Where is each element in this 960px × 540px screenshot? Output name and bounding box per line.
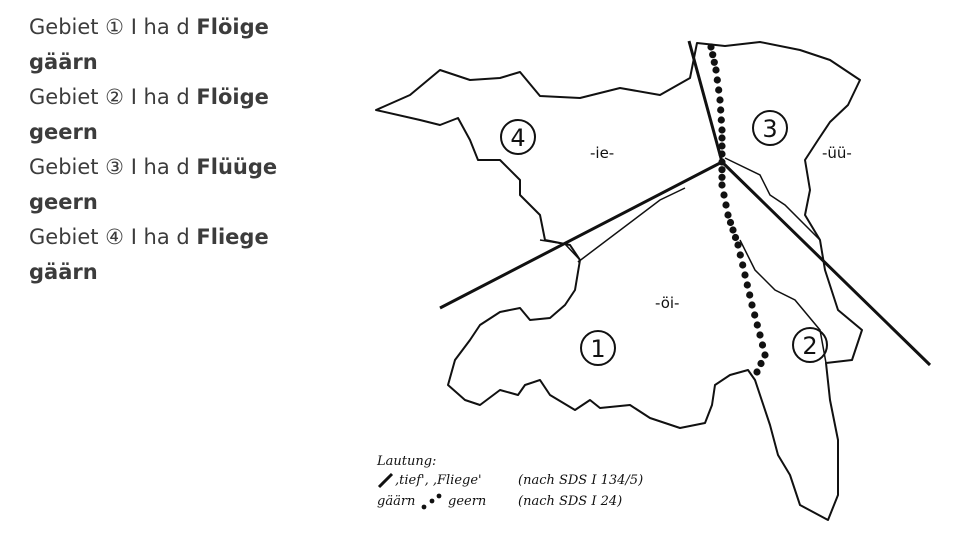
- area-1-word: Flöige: [196, 15, 269, 39]
- isogloss-dot: [753, 321, 761, 329]
- area-4-word: Fliege: [196, 225, 269, 249]
- isogloss-dot: [718, 150, 726, 158]
- isogloss-dot: [722, 201, 730, 209]
- map-outline: [375, 41, 863, 521]
- area-1-intro: Gebiet ① I ha d: [29, 15, 197, 39]
- isogloss-dot: [720, 191, 728, 199]
- area-descriptions: Gebiet ① I ha d Flöige gäärn Gebiet ② I …: [29, 10, 329, 290]
- isogloss-dot: [716, 96, 724, 104]
- region-label-uu: -üü-: [822, 144, 852, 162]
- isogloss-dotted-line: [707, 43, 769, 376]
- region-label-ie: -ie-: [590, 144, 614, 162]
- legend-row2-source: (nach SDS I 24): [518, 494, 623, 509]
- legend-solid-line-icon: [377, 472, 394, 489]
- isogloss-dot: [739, 261, 747, 269]
- area-2-line-2: geern: [29, 120, 98, 144]
- area-3-intro: Gebiet ③ I ha d: [29, 155, 197, 179]
- isogloss-dot: [753, 368, 761, 376]
- isogloss-dot: [715, 86, 723, 94]
- legend-row1-source: (nach SDS I 134/5): [518, 473, 644, 488]
- isogloss-dot: [718, 166, 726, 174]
- area-3-line-1: Gebiet ③ I ha d Flüüge: [29, 150, 329, 185]
- isogloss-dot: [743, 281, 751, 289]
- isogloss-dot: [751, 311, 759, 319]
- area-4-line-1: Gebiet ④ I ha d Fliege: [29, 220, 329, 255]
- isogloss-dot: [748, 301, 756, 309]
- area-4-line-2: gäärn: [29, 260, 98, 284]
- legend-row1-words: ,tief', ,Fliege': [395, 473, 482, 488]
- area-1-line-2: gäärn: [29, 50, 98, 74]
- area-3-line-2: geern: [29, 190, 98, 214]
- isogloss-dot: [724, 211, 732, 219]
- isogloss-dot: [717, 106, 725, 114]
- area-number-1-text: 1: [590, 335, 605, 363]
- isogloss-dot: [710, 58, 718, 66]
- area-1-line-1: Gebiet ① I ha d Flöige: [29, 10, 329, 45]
- isogloss-dot: [758, 341, 767, 349]
- isogloss-dot: [729, 226, 737, 234]
- area-number-3: 3: [752, 110, 788, 146]
- inner-border-west: [539, 187, 686, 263]
- area-3-word: Flüüge: [196, 155, 278, 179]
- isogloss-dot: [718, 126, 726, 134]
- isogloss-dot: [718, 181, 726, 189]
- isogloss-dot: [718, 142, 726, 150]
- isogloss-dot: [746, 291, 754, 299]
- isogloss-dot: [726, 218, 735, 227]
- isogloss-dot: [757, 359, 765, 368]
- area-number-3-text: 3: [762, 115, 777, 143]
- isogloss-dot: [713, 76, 721, 84]
- area-4-intro: Gebiet ④ I ha d: [29, 225, 197, 249]
- isogloss-dot: [731, 233, 740, 242]
- isogloss-dot: [718, 173, 726, 181]
- area-number-4: 4: [500, 119, 536, 155]
- area-number-2-text: 2: [802, 332, 817, 360]
- area-number-1: 1: [580, 330, 616, 366]
- inner-border-south: [739, 239, 827, 364]
- isogloss-dot: [761, 351, 769, 359]
- isogloss-dot: [718, 134, 726, 142]
- legend-dots-icon: [421, 493, 442, 510]
- area-2-word: Flöige: [196, 85, 269, 109]
- area-2-intro: Gebiet ② I ha d: [29, 85, 197, 109]
- legend-row2-left: gäärn: [377, 494, 416, 509]
- legend-row2-right: geern: [448, 494, 487, 509]
- area-2-line-1: Gebiet ② I ha d Flöige: [29, 80, 329, 115]
- region-label-oi: -öi-: [655, 294, 679, 312]
- area-number-2: 2: [792, 327, 828, 363]
- isogloss-dot: [734, 241, 742, 249]
- isogloss-dot: [712, 66, 720, 74]
- isogloss-dot: [736, 251, 744, 259]
- area-number-4-text: 4: [510, 124, 525, 152]
- isogloss-dot: [718, 158, 726, 166]
- isogloss-dot: [709, 51, 717, 59]
- isogloss-dot: [756, 331, 764, 339]
- inner-border-east: [724, 157, 821, 241]
- isogloss-dot: [707, 43, 715, 51]
- isogloss-dot: [741, 271, 749, 279]
- isogloss-dot: [717, 116, 725, 124]
- legend-title: Lautung:: [377, 454, 437, 469]
